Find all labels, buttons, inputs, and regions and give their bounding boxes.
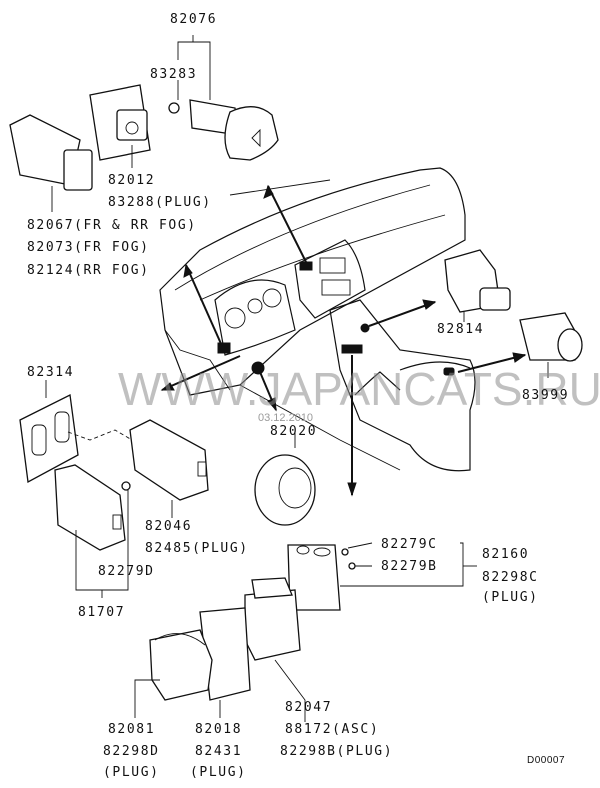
- bezel-82314: [19, 380, 133, 484]
- switch-82081: [134, 629, 213, 718]
- hazard-switch-82076: [168, 35, 279, 161]
- switch-82046: [129, 419, 209, 518]
- fog-switch-82067: [9, 114, 93, 212]
- callout-88172[interactable]: 88172(ASC): [285, 722, 380, 737]
- callout-83999[interactable]: 83999: [522, 388, 570, 403]
- callout-82298C[interactable]: 82298C: [482, 570, 539, 585]
- callout-82298B[interactable]: 82298B(PLUG): [280, 744, 394, 759]
- callout-83283[interactable]: 83283: [150, 67, 198, 82]
- callout-82814[interactable]: 82814: [437, 322, 485, 337]
- callout-81707[interactable]: 81707: [78, 605, 126, 620]
- socket-83999: [519, 312, 583, 378]
- callout-82073[interactable]: 82073(FR FOG): [27, 240, 150, 255]
- diagram-code: D00007: [527, 755, 566, 766]
- callout-82124[interactable]: 82124(RR FOG): [27, 263, 150, 278]
- socket-82814: [444, 249, 511, 322]
- callout-82020[interactable]: 82020: [270, 424, 318, 439]
- callout-82081[interactable]: 82081: [108, 722, 156, 737]
- callout-82076[interactable]: 82076: [170, 12, 218, 27]
- switch-82160: [287, 542, 477, 611]
- callout-82012[interactable]: 82012: [108, 173, 156, 188]
- callout-83288[interactable]: 83288(PLUG): [108, 195, 212, 210]
- callout-82279B[interactable]: 82279B: [381, 559, 438, 574]
- mirror-switch-82012: [89, 84, 151, 168]
- callout-82298D[interactable]: 82298D: [103, 744, 160, 759]
- callout-82485[interactable]: 82485(PLUG): [145, 541, 249, 556]
- arrows: [160, 184, 527, 497]
- callout-82067[interactable]: 82067(FR & RR FOG): [27, 218, 197, 233]
- callout-82160[interactable]: 82160: [482, 547, 530, 562]
- callout-82279D[interactable]: 82279D: [98, 564, 155, 579]
- callout-82298C-plug: (PLUG): [482, 590, 539, 605]
- callout-82298D-plug: (PLUG): [103, 765, 160, 780]
- dashboard-illustration: [159, 167, 476, 472]
- callout-82431-plug: (PLUG): [190, 765, 247, 780]
- date-stamp: 03.12.2010: [258, 412, 314, 424]
- callout-82047[interactable]: 82047: [285, 700, 333, 715]
- callout-82314[interactable]: 82314: [27, 365, 75, 380]
- callout-82431[interactable]: 82431: [195, 744, 243, 759]
- callout-82279C[interactable]: 82279C: [381, 537, 438, 552]
- callout-82046[interactable]: 82046: [145, 519, 193, 534]
- part-82020: [254, 432, 316, 526]
- switch-81707: [54, 464, 131, 598]
- callout-82018[interactable]: 82018: [195, 722, 243, 737]
